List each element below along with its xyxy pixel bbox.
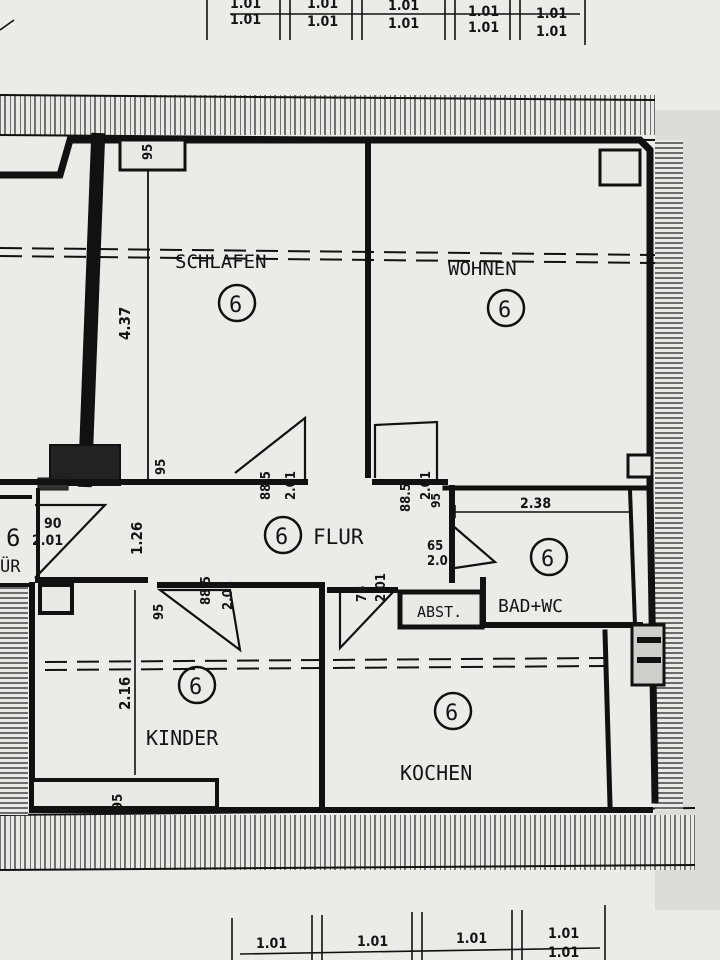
door-width-label: 88.5 bbox=[259, 471, 274, 500]
bottom-scale-label-partial: 1.01 bbox=[548, 945, 579, 960]
door-width-label: 65 bbox=[427, 539, 443, 554]
top-scale-label: 1.01 bbox=[388, 16, 419, 32]
bottom-scale-label: 1.01 bbox=[256, 936, 287, 952]
door-height-label: 2.01 bbox=[419, 471, 434, 500]
room-label-left: ÜR bbox=[0, 555, 21, 577]
top-scale-label-partial: 1.01 bbox=[230, 0, 261, 12]
room-number-wohnen: 6 bbox=[498, 298, 511, 323]
top-scale-label-partial: 1.01 bbox=[536, 6, 567, 22]
room-label-schlafen: SCHLAFEN bbox=[175, 251, 267, 273]
dimension-wall-95: 95 bbox=[111, 794, 126, 810]
door-height-label: 2.01 bbox=[427, 554, 456, 569]
door-height-label: 2.01 bbox=[221, 581, 236, 610]
top-scale-label: 1.01 bbox=[307, 14, 338, 30]
dimension-kinder-depth: 2.16 bbox=[116, 677, 134, 710]
room-number-kochen: 6 bbox=[445, 701, 458, 726]
roof-rafters-left bbox=[0, 585, 28, 815]
room-label-kinder: KINDER bbox=[146, 726, 219, 750]
room-number-flur: 6 bbox=[275, 525, 288, 550]
dimension-wall-95: 95 bbox=[154, 459, 169, 475]
dimension-schlafen-depth: 4.37 bbox=[116, 307, 134, 340]
room-label-wohnen: WOHNEN bbox=[448, 258, 517, 280]
top-scale-label: 1.01 bbox=[536, 24, 567, 40]
walls bbox=[0, 132, 666, 813]
room-label-bad: BAD+WC bbox=[498, 596, 563, 617]
room-number-kinder: 6 bbox=[189, 675, 202, 700]
room-number-circles bbox=[177, 283, 569, 731]
dimension-wall-95: 95 bbox=[152, 604, 167, 620]
dimension-flur-depth: 1.26 bbox=[128, 522, 146, 555]
door-width-label: 88.5 bbox=[199, 576, 214, 605]
door-swings bbox=[34, 415, 498, 653]
dimension-wall-95: 95 bbox=[429, 493, 443, 508]
bottom-scale-label: 1.01 bbox=[357, 934, 388, 950]
roof-rafters-right bbox=[655, 140, 683, 810]
room-number-bad: 6 bbox=[541, 547, 554, 572]
room-label-flur: FLUR bbox=[313, 525, 364, 549]
door-height-label: 2.01 bbox=[32, 533, 63, 549]
room-label-kochen: KOCHEN bbox=[400, 761, 472, 785]
room-number-schlafen: 6 bbox=[229, 293, 242, 318]
top-scale-label: 1.01 bbox=[230, 12, 261, 28]
bottom-scale-label: 1.01 bbox=[548, 926, 579, 942]
door-width-label: 88.5 bbox=[399, 483, 414, 512]
door-width-label: 76 bbox=[355, 586, 370, 602]
room-label-abst: ABST. bbox=[417, 603, 462, 621]
top-scale-bar bbox=[0, 0, 586, 45]
door-width-label: 90 bbox=[44, 516, 62, 532]
top-scale-label: 1.01 bbox=[468, 20, 499, 36]
dimension-bad-width: 2.38 bbox=[520, 496, 551, 512]
door-height-label: 2.01 bbox=[374, 573, 389, 602]
bottom-scale-label: 1.01 bbox=[456, 931, 487, 947]
roof-slope-lines bbox=[0, 247, 656, 671]
top-scale-label-partial: 1.01 bbox=[388, 0, 419, 14]
door-height-label: 2.01 bbox=[284, 471, 299, 500]
bath-dimension-line bbox=[134, 505, 631, 775]
top-scale-label-partial: 1.01 bbox=[307, 0, 338, 12]
top-scale-label-partial: 1.01 bbox=[468, 4, 499, 20]
roof-rafters-bottom bbox=[0, 807, 696, 871]
bottom-scale-bar bbox=[231, 905, 606, 960]
room-number-left: 6 bbox=[6, 524, 20, 552]
dimension-wall-95: 95 bbox=[141, 144, 156, 160]
